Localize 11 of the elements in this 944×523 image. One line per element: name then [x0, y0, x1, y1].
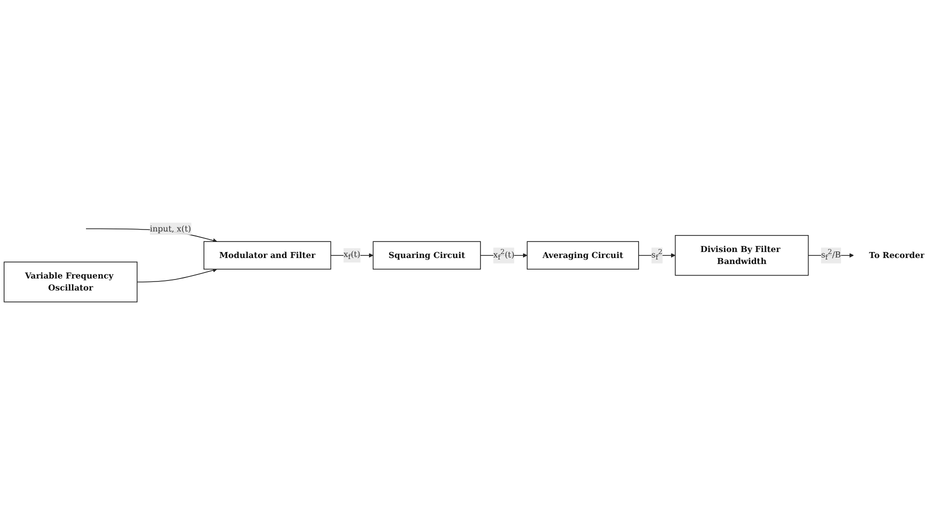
node-box: Division By Filter Bandwidth — [674, 235, 809, 276]
node-text: To Recorder — [869, 250, 925, 260]
edge-label: x$_{f}$(t) — [344, 249, 360, 262]
node-box: Averaging Circuit — [526, 241, 639, 270]
edge-label: x$_{f}$$^{2}$(t) — [493, 248, 514, 262]
edge-label: s$_{f}$$^{2}$/B — [821, 248, 841, 262]
node-box: Variable Frequency Oscillator — [4, 262, 138, 302]
edge-label: input, x(t) — [150, 224, 192, 234]
node-box: Modulator and Filter — [204, 241, 332, 270]
node-box: Squaring Circuit — [372, 241, 481, 270]
arrow — [136, 268, 218, 282]
